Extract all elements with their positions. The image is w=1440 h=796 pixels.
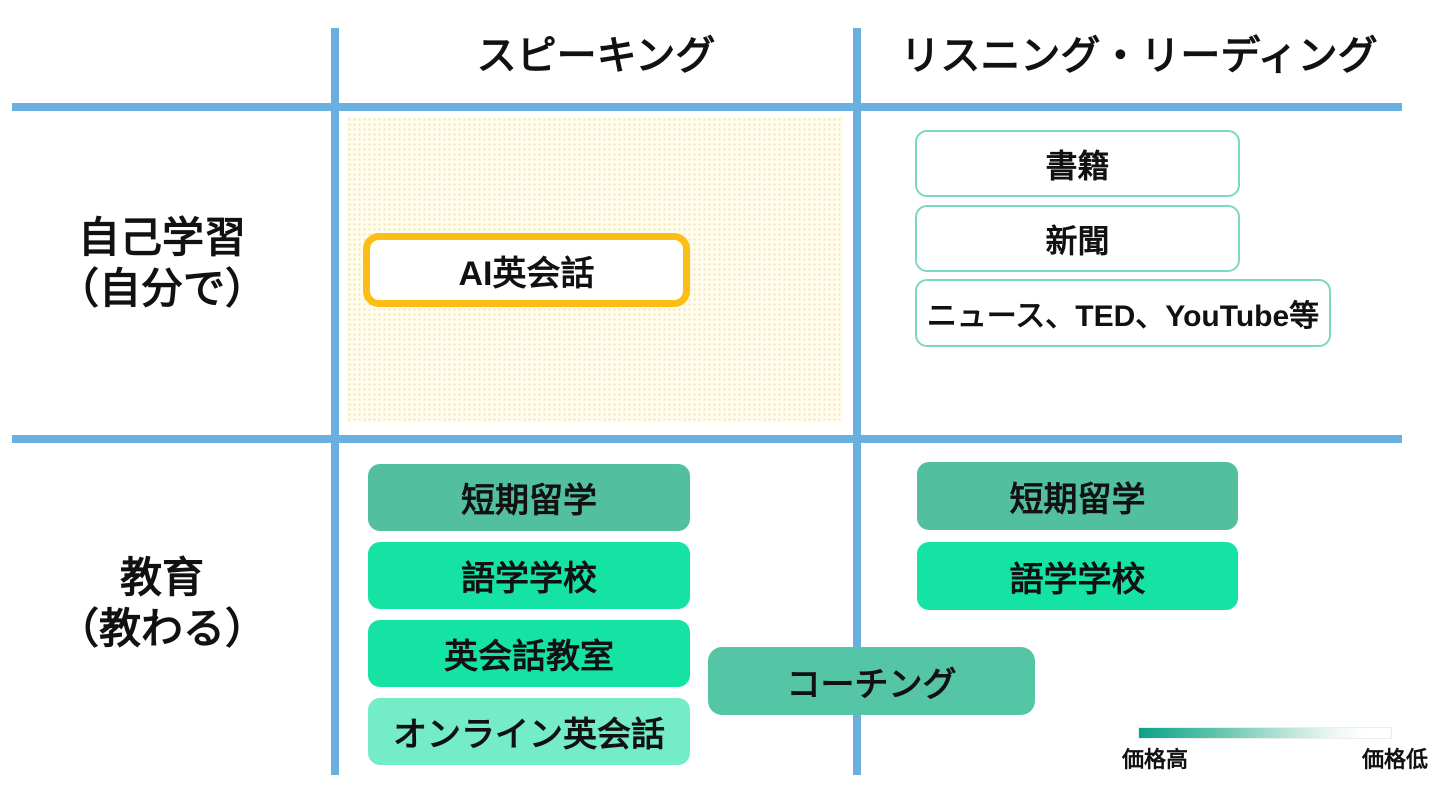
online-eikaiwa-box: オンライン英会話 — [368, 698, 690, 765]
grid-vertical-line-right — [853, 28, 861, 775]
language-school-box-listening: 語学学校 — [917, 542, 1238, 610]
short-study-abroad-box-speaking: 短期留学 — [368, 464, 690, 531]
coaching-box: コーチング — [708, 647, 1035, 715]
row-header-self-study: 自己学習 （自分で） — [12, 212, 312, 314]
column-header-listening-reading: リスニング・リーディング — [900, 34, 1378, 78]
highlight-area-self-speaking — [347, 117, 843, 423]
price-low-label: 価格低 — [1362, 747, 1429, 772]
grid-vertical-line-left — [331, 28, 339, 775]
news-ted-youtube-box: ニュース、TED、YouTube等 — [915, 279, 1331, 347]
row-header-self-study-line2: （自分で） — [56, 265, 267, 313]
row-header-self-study-line1: 自己学習 — [77, 214, 246, 261]
row-header-education-line1: 教育 — [119, 554, 204, 601]
column-header-speaking: スピーキング — [476, 34, 716, 78]
eikaiwa-classroom-box: 英会話教室 — [368, 620, 690, 687]
newspaper-box: 新聞 — [915, 205, 1240, 272]
ai-eikaiwa-label: AI英会話 — [458, 254, 595, 293]
price-gradient-bar — [1138, 727, 1392, 739]
short-study-abroad-box-listening: 短期留学 — [917, 462, 1238, 530]
language-school-box-speaking: 語学学校 — [368, 542, 690, 609]
row-header-education: 教育 （教わる） — [12, 552, 312, 654]
books-box: 書籍 — [915, 130, 1240, 197]
row-header-education-line2: （教わる） — [56, 605, 267, 653]
grid-horizontal-line-top — [12, 103, 1402, 111]
price-high-label: 価格高 — [1122, 747, 1189, 772]
ai-eikaiwa-box: AI英会話 — [363, 233, 690, 307]
grid-horizontal-line-middle — [12, 435, 1402, 443]
